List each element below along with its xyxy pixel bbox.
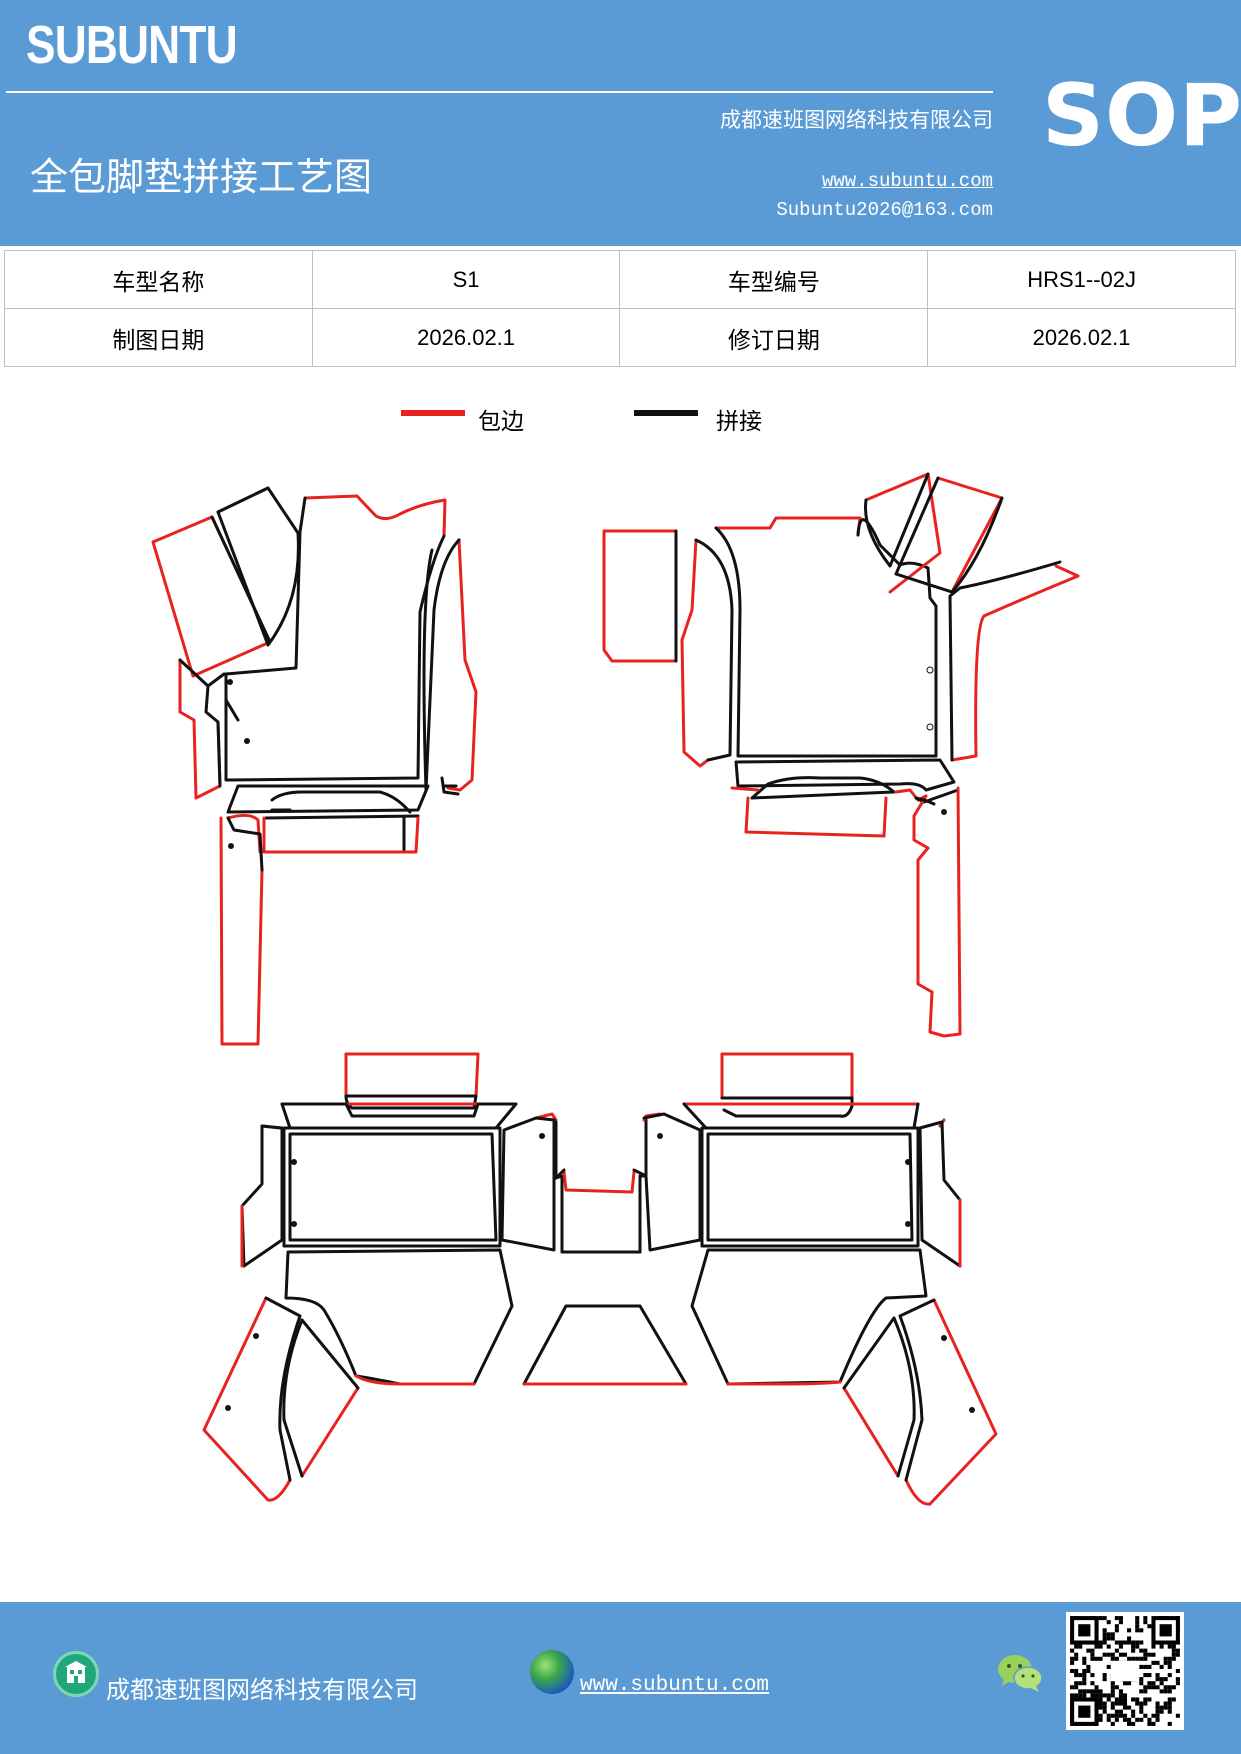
globe-icon xyxy=(530,1650,574,1694)
footer-company: 成都速班图网络科技有限公司 xyxy=(106,1676,418,1704)
legend-edge-swatch xyxy=(401,410,465,416)
table-row: 制图日期 2026.02.1 修订日期 2026.02.1 xyxy=(4,308,1236,367)
qr-code xyxy=(1066,1612,1184,1730)
footer-website-link[interactable]: www.subuntu.com xyxy=(580,1674,770,1697)
front-right-mat xyxy=(602,472,1080,1038)
header-email: Subuntu2026@163.com xyxy=(776,199,993,221)
wechat-icon[interactable] xyxy=(996,1652,1044,1694)
model-name-label: 车型名称 xyxy=(4,250,313,309)
document-title: 全包脚垫拼接工艺图 xyxy=(30,155,373,199)
legend-splice-swatch xyxy=(634,410,698,416)
header-divider xyxy=(6,91,993,93)
revise-date-value: 2026.02.1 xyxy=(927,308,1236,367)
legend-edge-label: 包边 xyxy=(478,409,524,435)
building-icon xyxy=(53,1651,99,1697)
revise-date-label: 修订日期 xyxy=(619,308,929,367)
header-banner xyxy=(0,0,1241,246)
info-table: 车型名称 S1 车型编号 HRS1--02J 制图日期 2026.02.1 修订… xyxy=(4,250,1236,367)
brand-logo: SUBUNTU xyxy=(26,15,238,75)
front-left-mat xyxy=(151,486,478,1046)
model-code-value: HRS1--02J xyxy=(927,250,1236,309)
draw-date-label: 制图日期 xyxy=(4,308,313,367)
sop-badge: SOP xyxy=(1042,66,1241,166)
model-name-value: S1 xyxy=(311,250,621,309)
header-website-link[interactable]: www.subuntu.com xyxy=(821,170,993,192)
legend-splice-label: 拼接 xyxy=(716,409,762,435)
table-row: 车型名称 S1 车型编号 HRS1--02J xyxy=(4,250,1236,309)
rear-left-mat xyxy=(202,1052,558,1502)
model-code-label: 车型编号 xyxy=(619,250,929,309)
rear-right-mat xyxy=(539,1052,998,1506)
center-tunnel-mat xyxy=(522,1118,688,1386)
header-company: 成都速班图网络科技有限公司 xyxy=(720,108,993,132)
draw-date-value: 2026.02.1 xyxy=(311,308,621,367)
